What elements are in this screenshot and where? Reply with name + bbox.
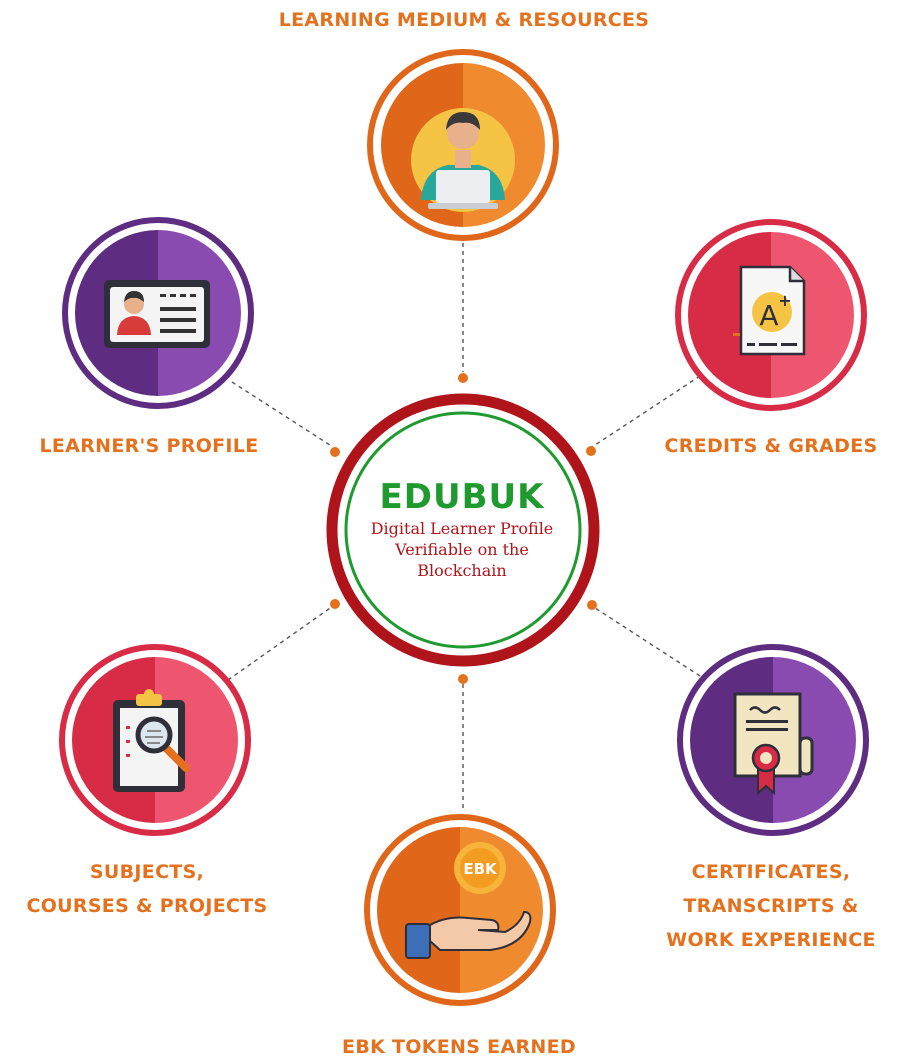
grade-sheet-icon: A + [733, 265, 806, 356]
label-learning-line-1: LEARNING MEDIUM & RESOURCES [278, 9, 650, 31]
node-credits: A + [675, 219, 867, 411]
center-title: EDUBUK [379, 477, 545, 517]
dot-learning [458, 373, 468, 383]
label-subjects-line-2: COURSES & PROJECTS [26, 895, 268, 917]
node-subjects [59, 644, 251, 836]
label-certificates-line-1: CERTIFICATES, [691, 861, 851, 883]
svg-text:+: + [778, 291, 791, 310]
connector-certificates [591, 605, 701, 677]
connector-dots [330, 373, 597, 684]
center-hub [326, 393, 600, 667]
connector-credits [591, 375, 701, 448]
dot-subjects [330, 599, 340, 609]
label-certificates-line-3: WORK EXPERIENCE [666, 929, 876, 951]
connectors [227, 243, 701, 808]
node-profile [62, 217, 254, 409]
dot-certificates [587, 600, 597, 610]
dot-tokens [458, 674, 468, 684]
label-credits-line-1: CREDITS & GRADES [664, 435, 878, 457]
label-credits: CREDITS & GRADES [646, 429, 896, 463]
center-subtitle-line-3: Blockchain [417, 561, 507, 580]
center-subtitle: Digital Learner Profile Verifiable on th… [342, 518, 582, 581]
label-profile-line-1: LEARNER'S PROFILE [39, 435, 259, 457]
label-learning: LEARNING MEDIUM & RESOURCES [249, 3, 679, 37]
connector-subjects [227, 605, 334, 681]
id-card-icon [104, 280, 210, 348]
label-tokens: EBK TOKENS EARNED [324, 1030, 594, 1064]
label-profile: LEARNER'S PROFILE [14, 429, 284, 463]
center-text: EDUBUK Digital Learner Profile Verifiabl… [342, 478, 582, 581]
label-subjects: SUBJECTS, COURSES & PROJECTS [2, 855, 292, 923]
center-subtitle-line-1: Digital Learner Profile [370, 519, 554, 538]
clipboard-search-icon [113, 689, 190, 792]
person-laptop-icon [411, 108, 515, 212]
node-certificates [677, 644, 869, 836]
label-tokens-line-1: EBK TOKENS EARNED [342, 1036, 576, 1058]
certificate-icon [733, 692, 814, 796]
node-tokens: EBK [364, 814, 556, 1006]
center-subtitle-line-2: Verifiable on the [395, 540, 529, 559]
dot-profile [330, 447, 340, 457]
svg-text:A: A [759, 299, 778, 332]
dot-credits [586, 446, 596, 456]
node-learning [367, 49, 559, 241]
label-certificates-line-2: TRANSCRIPTS & [683, 895, 859, 917]
token-hand-icon: EBK [405, 842, 532, 959]
label-certificates: CERTIFICATES, TRANSCRIPTS & WORK EXPERIE… [646, 855, 896, 957]
coin-label: EBK [463, 860, 498, 878]
label-subjects-line-1: SUBJECTS, [89, 861, 205, 883]
